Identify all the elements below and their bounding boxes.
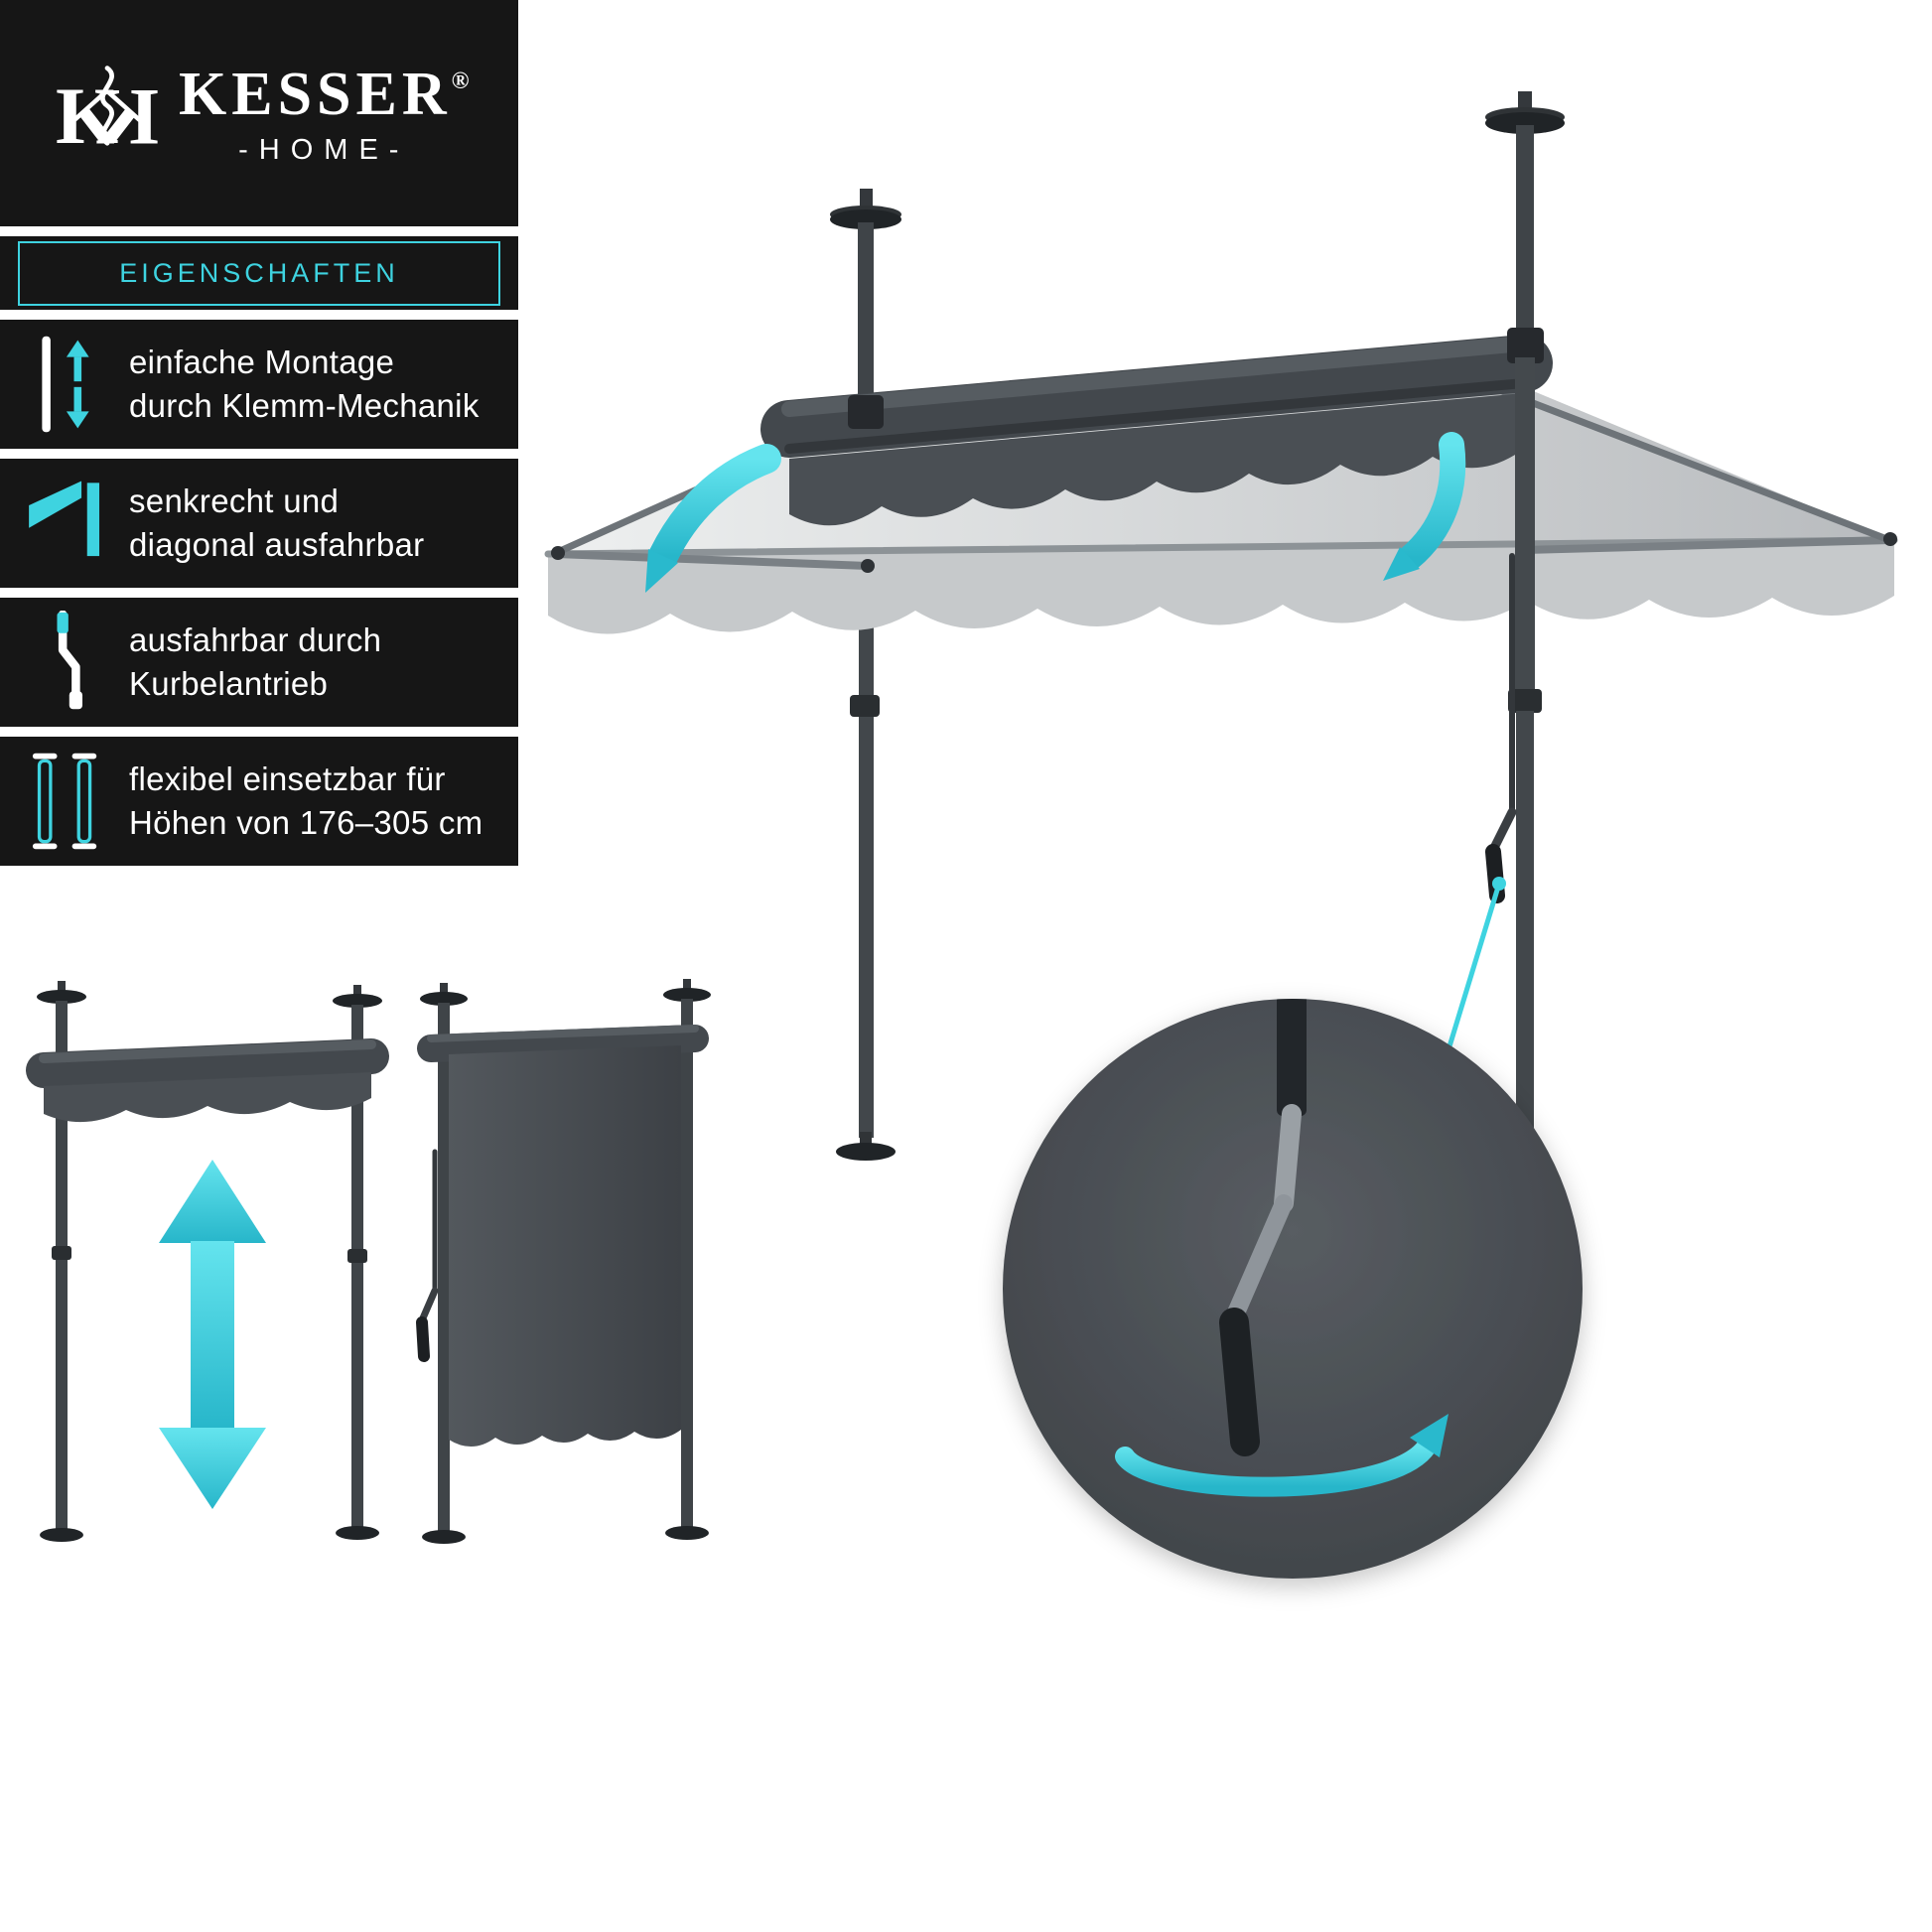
- registered-mark: ®: [451, 69, 470, 94]
- support-arms: [544, 379, 1898, 573]
- main-left-pole: [830, 189, 901, 1161]
- brand-home-label: -HOME-: [238, 134, 410, 166]
- small-crank: [416, 1149, 439, 1362]
- small-view-screen-down: [416, 979, 711, 1544]
- clamp-height-icon: [42, 336, 89, 433]
- extend-arrow-right: [1383, 432, 1466, 581]
- feature-line: ausfahrbar durch: [129, 621, 382, 659]
- monogram-swirl: [100, 66, 114, 146]
- awning-extend-icon: [29, 481, 100, 558]
- height-adjust-arrow: [159, 1160, 266, 1509]
- feature-crank-drive: ausfahrbar durch Kurbelantrieb: [0, 598, 518, 727]
- kesser-monogram-icon: K K: [56, 66, 159, 161]
- extend-arrow-left: [645, 444, 781, 593]
- feature-text: flexibel einsetzbar für Höhen von 176–30…: [129, 758, 483, 844]
- brand-logo-block: K K KESSER® -HOME-: [0, 0, 518, 226]
- feature-line: diagonal ausfahrbar: [129, 526, 425, 563]
- feature-line: Höhen von 176–305 cm: [129, 804, 483, 841]
- light-valance-wave: [548, 541, 1894, 634]
- telescopic-pole-icon: [32, 753, 97, 850]
- main-right-pole: [1485, 91, 1565, 1239]
- brand-name-text: KESSER: [179, 61, 452, 128]
- features-header-label: EIGENSCHAFTEN: [18, 240, 500, 306]
- feature-height-range: flexibel einsetzbar für Höhen von 176–30…: [0, 737, 518, 866]
- feature-text: einfache Montage durch Klemm-Mechanik: [129, 341, 480, 427]
- monogram-right-k: K: [96, 71, 159, 161]
- dark-valance-wave: [789, 393, 1524, 526]
- feature-clamp-mount: einfache Montage durch Klemm-Mechanik: [0, 320, 518, 449]
- crank-detail-inset: [1003, 999, 1583, 1579]
- feature-line: senkrecht und: [129, 483, 340, 520]
- screen-fabric: [449, 1045, 681, 1448]
- feature-line: durch Klemm-Mechanik: [129, 387, 480, 424]
- small-view-retracted: [26, 981, 389, 1542]
- feature-line: einfache Montage: [129, 344, 395, 381]
- rotation-arrow: [1115, 1414, 1449, 1497]
- feature-line: Kurbelantrieb: [129, 665, 329, 702]
- brand-name: KESSER®: [179, 60, 470, 130]
- feature-sidebar: K K KESSER® -HOME- EIGENSCHAFTEN einfach…: [0, 0, 518, 876]
- crank-drive-icon: [57, 611, 83, 710]
- left-mount-bracket: [848, 395, 884, 429]
- features-header-block: EIGENSCHAFTEN: [0, 236, 518, 310]
- feature-line: flexibel einsetzbar für: [129, 760, 446, 798]
- feature-extend-directions: senkrecht und diagonal ausfahrbar: [0, 459, 518, 588]
- feature-text: senkrecht und diagonal ausfahrbar: [129, 480, 424, 566]
- feature-text: ausfahrbar durch Kurbelantrieb: [129, 619, 381, 705]
- awning-cassette: [760, 335, 1553, 458]
